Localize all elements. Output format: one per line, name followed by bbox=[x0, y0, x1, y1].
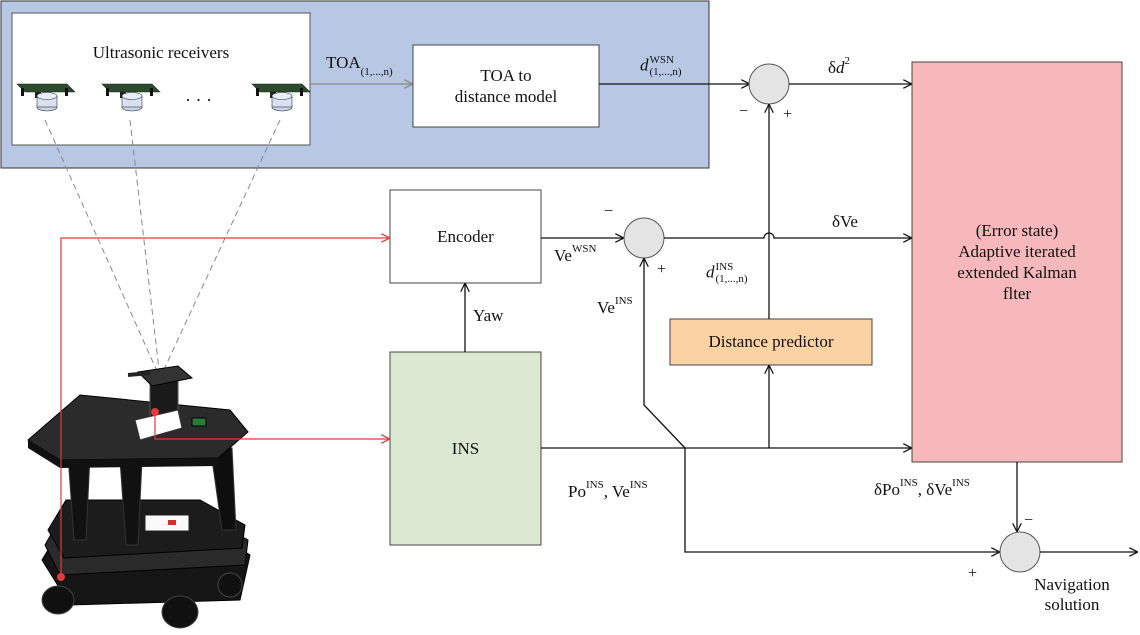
delta-d2-label: δd2 bbox=[828, 55, 851, 78]
d-wsn-sup: WSN bbox=[649, 54, 674, 66]
sum3-minus-sign: − bbox=[1024, 512, 1034, 529]
delta-po-sup: INS bbox=[899, 477, 918, 490]
ins-sensor-link bbox=[154, 412, 389, 439]
ve-wsn-label: VeWSN bbox=[554, 243, 597, 266]
ins-box bbox=[389, 351, 542, 546]
delta-separator: , bbox=[917, 480, 927, 499]
distance-predictor-box bbox=[669, 318, 873, 366]
yaw-label: Yaw bbox=[473, 306, 504, 325]
ultrasonic-receivers-label: Ultrasonic receivers bbox=[12, 43, 310, 63]
sum2-minus-sign: − bbox=[604, 203, 614, 220]
delta-d2-base: d bbox=[836, 58, 845, 77]
ultrasonic-receivers-text: Ultrasonic receivers bbox=[92, 43, 230, 62]
delta-d2-sup: 2 bbox=[844, 55, 851, 68]
toa-label: TOA(1,...,n) bbox=[326, 53, 393, 78]
po-ve-ins-arrow bbox=[684, 448, 999, 552]
sum3-plus-sign: + bbox=[968, 565, 978, 582]
ve-ins-label: VeINS bbox=[597, 295, 633, 318]
toa-model-box bbox=[412, 44, 600, 128]
kalman-line4: flter bbox=[1002, 284, 1032, 304]
ins-label: INS bbox=[451, 438, 480, 458]
ve-ins2-base: Ve bbox=[611, 482, 630, 501]
toa-model-line2: distance model bbox=[454, 87, 558, 106]
delta-ve-label: δVe bbox=[832, 212, 858, 231]
toa-label-sub: (1,...,n) bbox=[360, 66, 393, 79]
receiver-1-icon bbox=[16, 83, 76, 112]
kalman-filter-label: (Error state) Adaptive iterated extended… bbox=[912, 62, 1122, 462]
receivers-ellipsis: · · · bbox=[185, 90, 212, 110]
encoder-box bbox=[389, 189, 542, 284]
ve-ins2-sup: INS bbox=[629, 479, 648, 492]
d-ins-base: d bbox=[706, 262, 715, 282]
d-ins-sup: INS bbox=[715, 261, 734, 273]
receiver-n-icon bbox=[251, 83, 311, 112]
kalman-line2: Adaptive iterated bbox=[958, 241, 1076, 261]
sum1-minus-sign: − bbox=[739, 103, 749, 120]
distance-predictor-label: Distance predictor bbox=[708, 332, 834, 352]
toa-model-line1: TOA to bbox=[480, 65, 532, 85]
kalman-line1: (Error state) bbox=[975, 220, 1059, 240]
receivers-box bbox=[11, 12, 311, 146]
navigation-line1: Navigation bbox=[1034, 575, 1110, 594]
sum2-plus-sign: + bbox=[657, 261, 667, 278]
delta-ve-arrow bbox=[664, 232, 911, 238]
robot-illustration bbox=[27, 365, 251, 629]
d-wsn-base: d bbox=[640, 55, 649, 75]
encoder-label: Encoder bbox=[437, 226, 494, 246]
d-wsn-sub: (1,...,n) bbox=[649, 65, 682, 78]
ve-wsn-sup: WSN bbox=[571, 243, 597, 256]
navigation-line2: solution bbox=[1044, 595, 1100, 615]
po-ins-base: Po bbox=[568, 482, 586, 501]
toa-label-base: TOA bbox=[326, 53, 361, 72]
sum-junction-navigation bbox=[999, 531, 1041, 573]
ve-wsn-base: Ve bbox=[554, 246, 572, 265]
delta-d2-prefix: δ bbox=[828, 58, 837, 77]
ultrasonic-rays bbox=[44, 119, 281, 379]
delta-ve2-sup: INS bbox=[952, 477, 970, 490]
sum1-plus-sign: + bbox=[783, 106, 793, 123]
kalman-line3: extended Kalman bbox=[957, 263, 1077, 282]
po-ve-separator: , bbox=[603, 482, 612, 501]
delta-ve2-base: δVe bbox=[926, 480, 953, 499]
delta-po-base: δPo bbox=[874, 480, 900, 499]
kalman-filter-box bbox=[911, 61, 1123, 463]
ve-ins-arrow bbox=[644, 259, 686, 449]
delta-po-ve-label: δPoINS, δVeINS bbox=[874, 477, 970, 500]
sum-junction-velocity bbox=[623, 217, 665, 259]
toa-model-label: TOA to distance model bbox=[413, 45, 599, 127]
sum-junction-distance bbox=[748, 63, 790, 105]
navigation-solution-label: Navigation solution bbox=[1022, 575, 1122, 616]
receiver-2-icon bbox=[101, 83, 161, 112]
po-ve-ins-label: PoINS, VeINS bbox=[568, 479, 648, 502]
d-ins-sub: (1,...,n) bbox=[715, 272, 748, 285]
ve-ins-sup: INS bbox=[614, 295, 633, 308]
po-ins-sup: INS bbox=[585, 479, 604, 492]
encoder-sensor-link bbox=[60, 238, 389, 577]
ve-ins-base: Ve bbox=[597, 298, 615, 317]
